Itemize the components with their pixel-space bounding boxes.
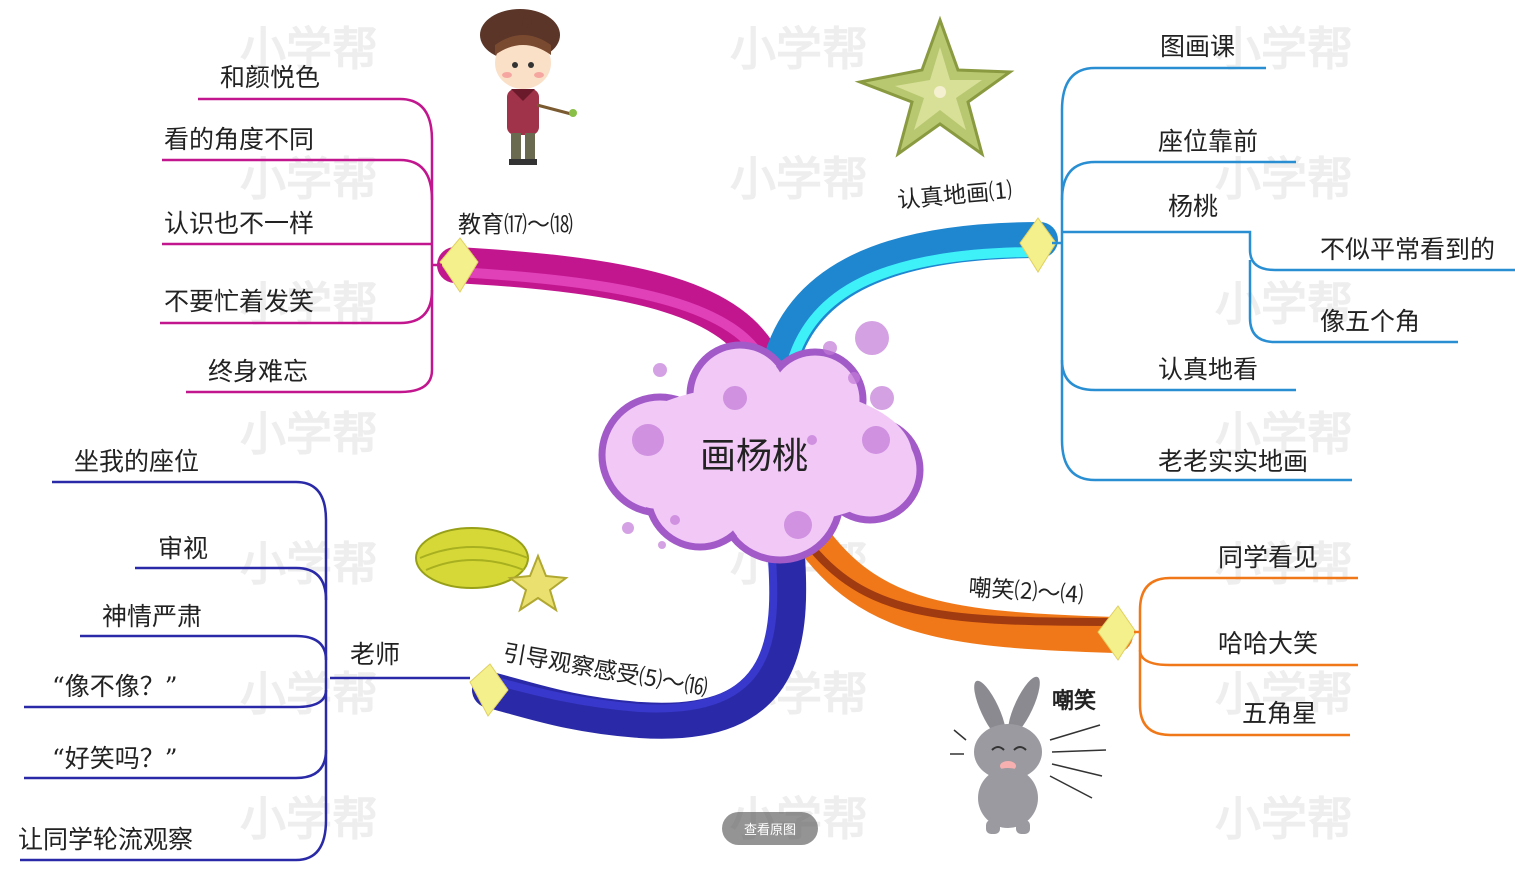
svg-text:小学帮: 小学帮 — [1215, 407, 1353, 461]
svg-text:小学帮: 小学帮 — [240, 22, 378, 76]
leaf-mock-3: 五角星 — [1242, 699, 1317, 728]
leaf-education-3: 认识也不一样 — [164, 209, 314, 238]
sub-node-teacher: 老师 — [350, 640, 400, 669]
artist-boy-icon — [480, 9, 577, 165]
branch-draw: 认真地画⑴ 图画课 座位靠前 杨桃 不似平常看到的 像五个角 认真地看 老老实实… — [762, 32, 1515, 482]
leaf-draw-6: 认真地看 — [1158, 355, 1258, 384]
leaf-education-1: 和颜悦色 — [220, 63, 320, 92]
leaf-guide-1: 坐我的座位 — [74, 447, 199, 476]
leaf-education-4: 不要忙着发笑 — [164, 287, 314, 316]
leaf-draw-3: 杨桃 — [1168, 192, 1218, 221]
branch-draw-label: 认真地画⑴ — [896, 178, 1013, 214]
laugh-lines — [950, 724, 1107, 799]
rabbit-caption: 嘲笑 — [1052, 688, 1096, 714]
branch-guide: 引导观察感受⑸～⒃ 老师 坐我的座位 审视 神情严肃 “像不像？” “好笑吗？”… — [18, 447, 807, 862]
view-original-button[interactable]: 查看原图 — [722, 812, 818, 845]
branch-education-label: 教育⒄～⒅ — [458, 212, 573, 238]
svg-text:小学帮: 小学帮 — [240, 792, 378, 846]
svg-text:小学帮: 小学帮 — [240, 537, 378, 591]
branch-mock: 嘲笑⑵～⑷ 同学看见 哈哈大笑 五角星 — [792, 517, 1358, 737]
bubble-decorations — [622, 321, 894, 549]
svg-text:小学帮: 小学帮 — [1215, 277, 1353, 331]
svg-text:小学帮: 小学帮 — [1215, 667, 1353, 721]
svg-text:小学帮: 小学帮 — [730, 22, 868, 76]
branch-mock-label: 嘲笑⑵～⑷ — [968, 575, 1085, 609]
svg-text:小学帮: 小学帮 — [240, 667, 378, 721]
leaf-draw-2: 座位靠前 — [1158, 127, 1258, 156]
svg-text:小学帮: 小学帮 — [1215, 152, 1353, 206]
central-topic[interactable]: 画杨桃 — [598, 321, 924, 564]
leaf-guide-2: 审视 — [158, 534, 208, 563]
leaf-mock-1: 同学看见 — [1218, 543, 1318, 572]
central-topic-label: 画杨桃 — [700, 436, 808, 477]
leaf-draw-4: 不似平常看到的 — [1320, 235, 1495, 264]
svg-text:小学帮: 小学帮 — [730, 152, 868, 206]
leaf-draw-5: 像五个角 — [1320, 307, 1420, 336]
svg-text:小学帮: 小学帮 — [1215, 537, 1353, 591]
leaf-draw-1: 图画课 — [1160, 32, 1235, 61]
starfruit-slice-icon — [854, 15, 1015, 158]
svg-text:小学帮: 小学帮 — [1215, 792, 1353, 846]
leaf-draw-7: 老老实实地画 — [1158, 447, 1308, 476]
leaf-guide-4: “像不像？” — [52, 672, 178, 701]
svg-text:小学帮: 小学帮 — [240, 407, 378, 461]
leaf-guide-6: 让同学轮流观察 — [18, 825, 193, 854]
laughing-rabbit-icon: 嘲笑 — [950, 676, 1107, 834]
starfruit-whole-icon — [415, 527, 569, 613]
leaf-guide-5: “好笑吗？” — [52, 744, 178, 773]
leaf-education-5: 终身难忘 — [208, 357, 308, 386]
leaf-guide-3: 神情严肃 — [102, 602, 202, 631]
leaf-mock-2: 哈哈大笑 — [1218, 629, 1318, 658]
branch-education: 教育⒄～⒅ 和颜悦色 看的角度不同 认识也不一样 不要忙着发笑 终身难忘 — [160, 63, 783, 394]
leaf-education-2: 看的角度不同 — [164, 125, 314, 154]
